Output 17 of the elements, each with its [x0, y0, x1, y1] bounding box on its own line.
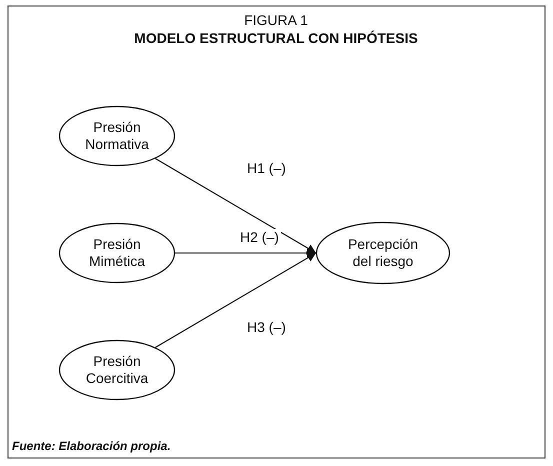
- arrow: [155, 158, 316, 254]
- construct-label: Percepción del riesgo: [346, 236, 420, 270]
- figure-heading: MODELO ESTRUCTURAL CON HIPÓTESIS: [133, 30, 419, 47]
- figure-title: FIGURA 1: [243, 12, 309, 29]
- construct-label: Presión Coercitiva: [84, 353, 150, 387]
- construct-label: Presión Normativa: [84, 119, 150, 153]
- hypothesis-label: H1 (–): [245, 160, 288, 176]
- arrow: [155, 252, 316, 348]
- source-note: Fuente: Elaboración propia.: [12, 438, 171, 455]
- construct-ellipse: [316, 222, 450, 284]
- construct-ellipse: [59, 223, 175, 283]
- hypothesis-label: H2 (–): [238, 229, 281, 245]
- hypothesis-label: H3 (–): [245, 319, 288, 335]
- construct-ellipse: [59, 106, 175, 166]
- construct-ellipse: [59, 340, 175, 400]
- construct-label: Presión Mimética: [88, 236, 146, 270]
- arrow: [175, 248, 316, 258]
